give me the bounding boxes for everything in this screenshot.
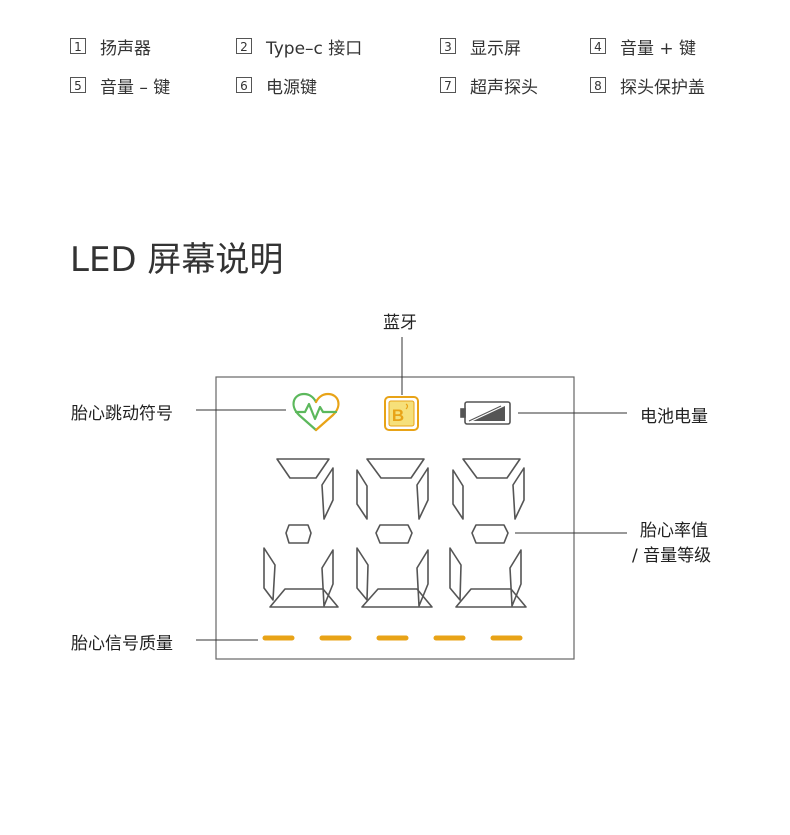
legend-item-6: 6 电源键: [236, 73, 317, 98]
legend-label: 音量 + 键: [620, 38, 697, 59]
bluetooth-icon: B: [384, 396, 419, 431]
bluetooth-glyph: B: [392, 406, 404, 425]
legend-item-7: 7 超声探头: [440, 73, 538, 98]
callout-heart-rate-line1: 胎心率值: [640, 521, 708, 541]
digit-2: [356, 458, 433, 608]
legend-item-8: 8 探头保护盖: [590, 73, 705, 98]
leader-lines: [196, 337, 627, 641]
legend-label: Type–c 接口: [266, 38, 363, 59]
digit-1: [263, 458, 339, 608]
callout-battery: 电池电量: [640, 407, 708, 427]
section-title: LED 屏幕说明: [70, 240, 284, 280]
legend-item-1: 1 扬声器: [70, 34, 151, 59]
legend-number: 3: [440, 38, 456, 54]
battery-icon: [460, 401, 511, 425]
legend-number: 6: [236, 77, 252, 93]
legend-number: 4: [590, 38, 606, 54]
legend-number: 5: [70, 77, 86, 93]
digit-3: [449, 458, 527, 608]
callout-signal-quality: 胎心信号质量: [71, 634, 173, 654]
legend-item-3: 3 显示屏: [440, 34, 521, 59]
callout-heart-rate-line2: / 音量等级: [632, 546, 712, 566]
digit-display: [263, 458, 527, 608]
heart-pulse-icon: [292, 392, 340, 432]
legend-label: 超声探头: [470, 77, 538, 98]
legend-item-5: 5 音量 – 键: [70, 73, 171, 98]
legend-item-2: 2 Type–c 接口: [236, 34, 363, 59]
screen-frame: [215, 376, 575, 660]
legend-label: 电源键: [266, 77, 317, 98]
legend-number: 8: [590, 77, 606, 93]
legend-number: 2: [236, 38, 252, 54]
legend-number: 7: [440, 77, 456, 93]
callout-heartbeat-symbol: 胎心跳动符号: [71, 404, 173, 424]
legend-label: 显示屏: [470, 38, 521, 59]
legend-number: 1: [70, 38, 86, 54]
legend-item-4: 4 音量 + 键: [590, 34, 697, 59]
callout-bluetooth: 蓝牙: [383, 313, 417, 333]
legend-label: 探头保护盖: [620, 77, 705, 98]
legend-label: 音量 – 键: [100, 77, 171, 98]
legend-label: 扬声器: [100, 38, 151, 59]
